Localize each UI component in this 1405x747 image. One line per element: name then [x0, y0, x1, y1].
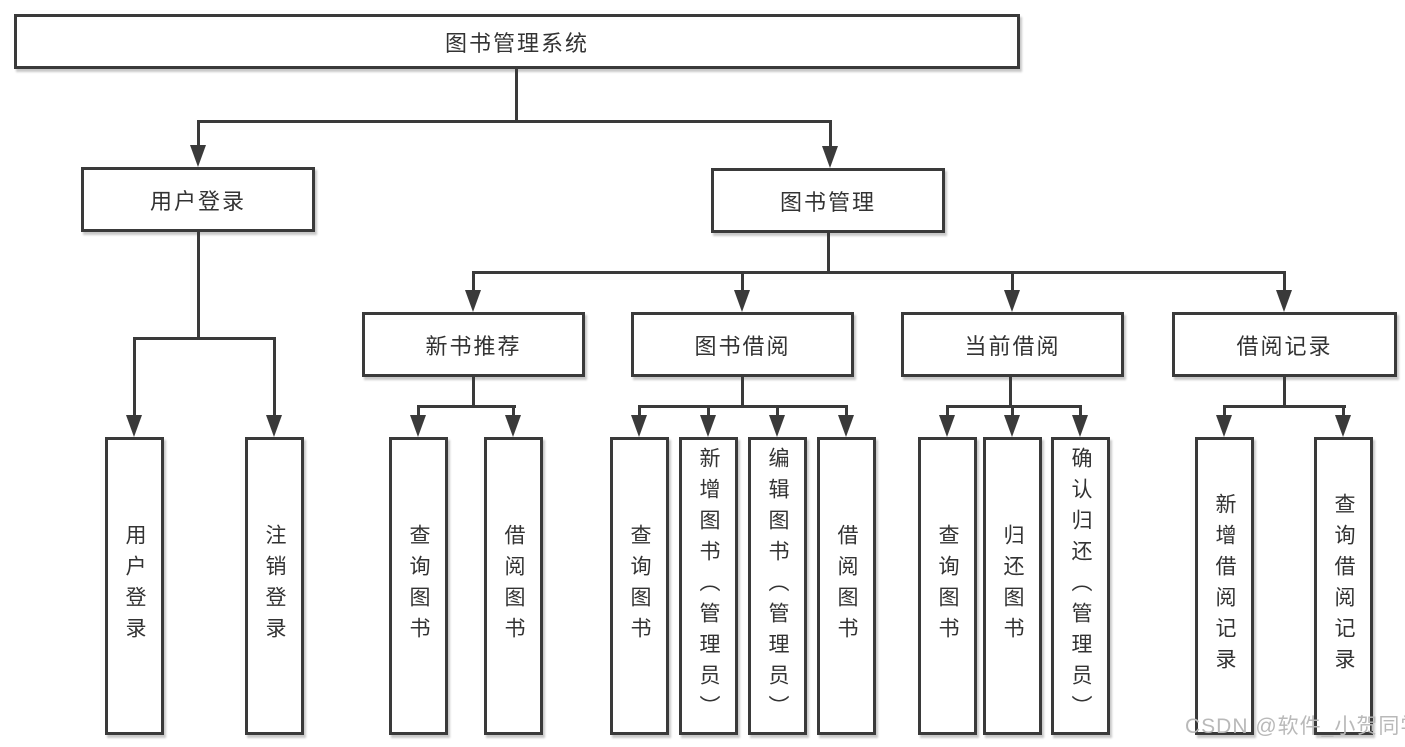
connector-drop [1223, 405, 1226, 416]
connector-recommend-stem [472, 377, 475, 405]
arrowhead-down-icon [1004, 415, 1020, 437]
leaf-logout: 注销登录 [245, 437, 304, 735]
arrowhead-down-icon [266, 415, 282, 437]
arrowhead-down-icon [939, 415, 955, 437]
connector-drop [946, 405, 949, 416]
node-current-borrow: 当前借阅 [901, 312, 1124, 377]
leaf-borrow-books-recommend: 借阅图书 [484, 437, 543, 735]
arrowhead-down-icon [631, 415, 647, 437]
connector-borrow-stem [741, 377, 744, 405]
connector-drop-current [1011, 271, 1014, 291]
connector-drop-leaf-login [133, 337, 136, 416]
connector-drop-user-login [197, 120, 200, 147]
leaf-query-borrow-record: 查询借阅记录 [1314, 437, 1373, 735]
node-user-login: 用户登录 [81, 167, 315, 232]
node-borrow-records: 借阅记录 [1172, 312, 1397, 377]
leaf-add-borrow-record: 新增借阅记录 [1195, 437, 1254, 735]
leaf-query-books-borrow: 查询图书 [610, 437, 669, 735]
connector-drop-book-management [829, 120, 832, 147]
connector-recommend-branch [417, 405, 516, 408]
arrowhead-down-icon [838, 415, 854, 437]
connector-current-branch [946, 405, 1082, 408]
arrowhead-down-icon [1072, 415, 1088, 437]
connector-userlogin-stem [197, 232, 200, 337]
connector-drop-borrow [741, 271, 744, 291]
node-book-management: 图书管理 [711, 168, 945, 233]
connector-root-stem [515, 69, 518, 120]
connector-drop [845, 405, 848, 416]
connector-drop [417, 405, 420, 416]
arrowhead-down-icon [734, 290, 750, 312]
connector-drop [512, 405, 515, 416]
leaf-add-book-admin: 新增图书（管理员） [679, 437, 738, 735]
node-library-management-system: 图书管理系统 [14, 14, 1020, 69]
connector-records-branch [1223, 405, 1346, 408]
arrowhead-down-icon [1335, 415, 1351, 437]
connector-bookmgmt-stem [827, 233, 830, 271]
leaf-edit-book-admin: 编辑图书（管理员） [748, 437, 807, 735]
arrowhead-down-icon [822, 146, 838, 168]
arrowhead-down-icon [505, 415, 521, 437]
connector-root-branch [197, 120, 832, 123]
leaf-borrow-books: 借阅图书 [817, 437, 876, 735]
connector-drop [776, 405, 779, 416]
csdn-watermark: CSDN @软件_小贺同学 [1185, 715, 1405, 738]
leaf-user-login: 用户登录 [105, 437, 164, 735]
connector-drop [1079, 405, 1082, 416]
node-new-book-recommend: 新书推荐 [362, 312, 585, 377]
connector-drop [1011, 405, 1014, 416]
connector-drop-records [1283, 271, 1286, 291]
connector-borrow-branch [638, 405, 848, 408]
arrowhead-down-icon [1216, 415, 1232, 437]
arrowhead-down-icon [465, 290, 481, 312]
connector-records-stem [1283, 377, 1286, 405]
leaf-confirm-return-admin: 确认归还（管理员） [1051, 437, 1110, 735]
arrowhead-down-icon [190, 145, 206, 167]
connector-current-stem [1009, 377, 1012, 405]
arrowhead-down-icon [700, 415, 716, 437]
arrowhead-down-icon [410, 415, 426, 437]
arrowhead-down-icon [1276, 290, 1292, 312]
connector-drop-recommend [472, 271, 475, 291]
arrowhead-down-icon [769, 415, 785, 437]
connector-userlogin-branch [133, 337, 276, 340]
node-book-borrow: 图书借阅 [631, 312, 854, 377]
leaf-return-book: 归还图书 [983, 437, 1042, 735]
arrowhead-down-icon [1004, 290, 1020, 312]
leaf-query-books-recommend: 查询图书 [389, 437, 448, 735]
connector-drop [638, 405, 641, 416]
connector-bookmgmt-branch [472, 271, 1286, 274]
connector-drop [707, 405, 710, 416]
connector-drop [1342, 405, 1345, 416]
leaf-query-books-current: 查询图书 [918, 437, 977, 735]
connector-drop-leaf-logout [273, 337, 276, 416]
arrowhead-down-icon [126, 415, 142, 437]
